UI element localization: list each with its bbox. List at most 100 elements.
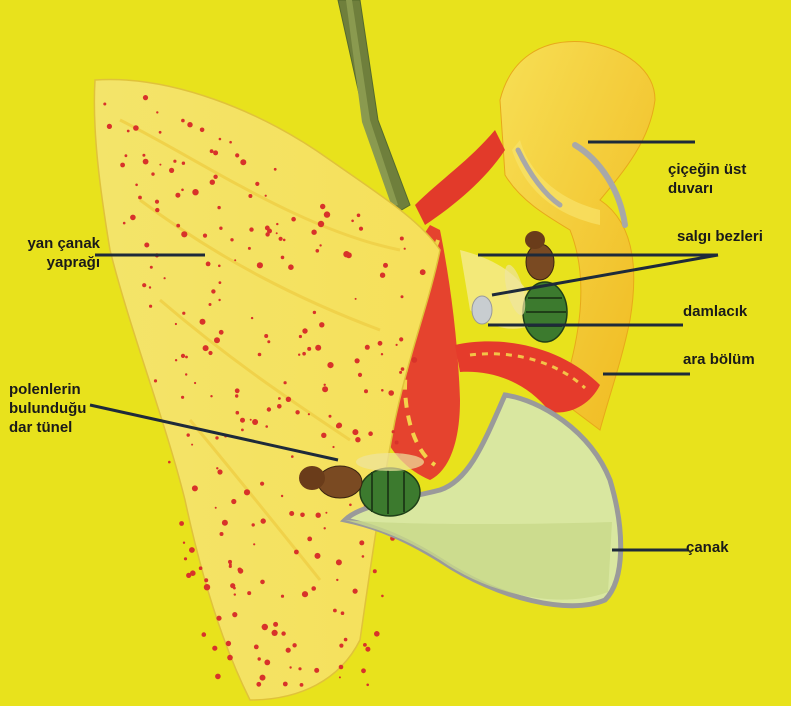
spot (235, 388, 240, 393)
spot (138, 196, 142, 200)
spot (363, 643, 367, 647)
spot (265, 232, 269, 236)
spot (314, 668, 319, 673)
spot (206, 262, 211, 267)
spot (204, 578, 208, 582)
spot (392, 430, 395, 433)
spot (265, 425, 268, 428)
spot (130, 215, 136, 221)
spot (278, 397, 281, 400)
spot (150, 266, 153, 269)
spot (215, 436, 218, 439)
spot (212, 646, 217, 651)
spot (313, 311, 316, 314)
spot (364, 389, 368, 393)
spot (187, 122, 192, 127)
spot (300, 513, 305, 518)
spot (210, 395, 212, 397)
spot (240, 418, 245, 423)
spot (319, 322, 324, 327)
spot (381, 595, 384, 598)
spot (327, 362, 333, 368)
spot (155, 200, 159, 204)
spot (185, 356, 188, 359)
spot (208, 351, 212, 355)
spot (227, 655, 233, 661)
spot (215, 674, 221, 680)
spot (355, 358, 360, 363)
spot (265, 226, 270, 231)
spot (302, 328, 307, 333)
spot (189, 547, 195, 553)
spot (381, 389, 384, 392)
spot (175, 193, 180, 198)
spot (274, 168, 277, 171)
spot (281, 495, 283, 497)
spot (258, 353, 262, 357)
spot (135, 184, 138, 187)
spot (202, 632, 207, 637)
spot (125, 154, 128, 157)
spot (181, 119, 185, 123)
spot (234, 593, 236, 595)
spot (185, 373, 187, 375)
spot (307, 347, 311, 351)
spot (203, 345, 209, 351)
spot (175, 323, 177, 325)
spot (411, 357, 417, 363)
spot (368, 431, 373, 436)
spot (307, 537, 312, 542)
spot (264, 334, 268, 338)
spot (159, 164, 161, 166)
spot (311, 586, 316, 591)
spot (143, 95, 148, 100)
spot (234, 259, 236, 261)
spot (216, 616, 221, 621)
spot (187, 433, 190, 436)
spot (216, 467, 218, 469)
spot (149, 305, 152, 308)
spot (155, 208, 159, 212)
spot (247, 591, 251, 595)
spot (183, 542, 185, 544)
spot (235, 153, 239, 157)
spot (120, 163, 125, 168)
spot (318, 221, 324, 227)
spot (181, 231, 187, 237)
spot (324, 384, 326, 386)
spot (151, 172, 154, 175)
spot (352, 429, 358, 435)
spot (381, 353, 383, 355)
spot (210, 149, 214, 153)
spot (420, 269, 426, 275)
spot (175, 359, 177, 361)
spot (289, 666, 291, 668)
spot (169, 168, 174, 173)
spot (215, 507, 217, 509)
spot (299, 335, 302, 338)
spot (353, 589, 358, 594)
spot (291, 217, 296, 222)
spot (241, 429, 244, 432)
spot (288, 264, 294, 270)
spot (230, 238, 233, 241)
spot (244, 489, 250, 495)
spot (260, 482, 264, 486)
spot (229, 565, 232, 568)
spot (355, 437, 360, 442)
spot (273, 622, 278, 627)
spot (143, 159, 149, 165)
spot (200, 128, 205, 133)
spot (399, 371, 402, 374)
spot (182, 312, 185, 315)
droplet (472, 296, 492, 324)
spot (316, 249, 320, 253)
spot (218, 299, 220, 301)
spot (276, 223, 278, 225)
spot (362, 555, 365, 558)
spot (284, 381, 287, 384)
spot (357, 214, 361, 218)
label-lateral-sepal: yan çanak yaprağı (10, 234, 100, 272)
spot (181, 189, 184, 192)
spot (256, 682, 261, 687)
